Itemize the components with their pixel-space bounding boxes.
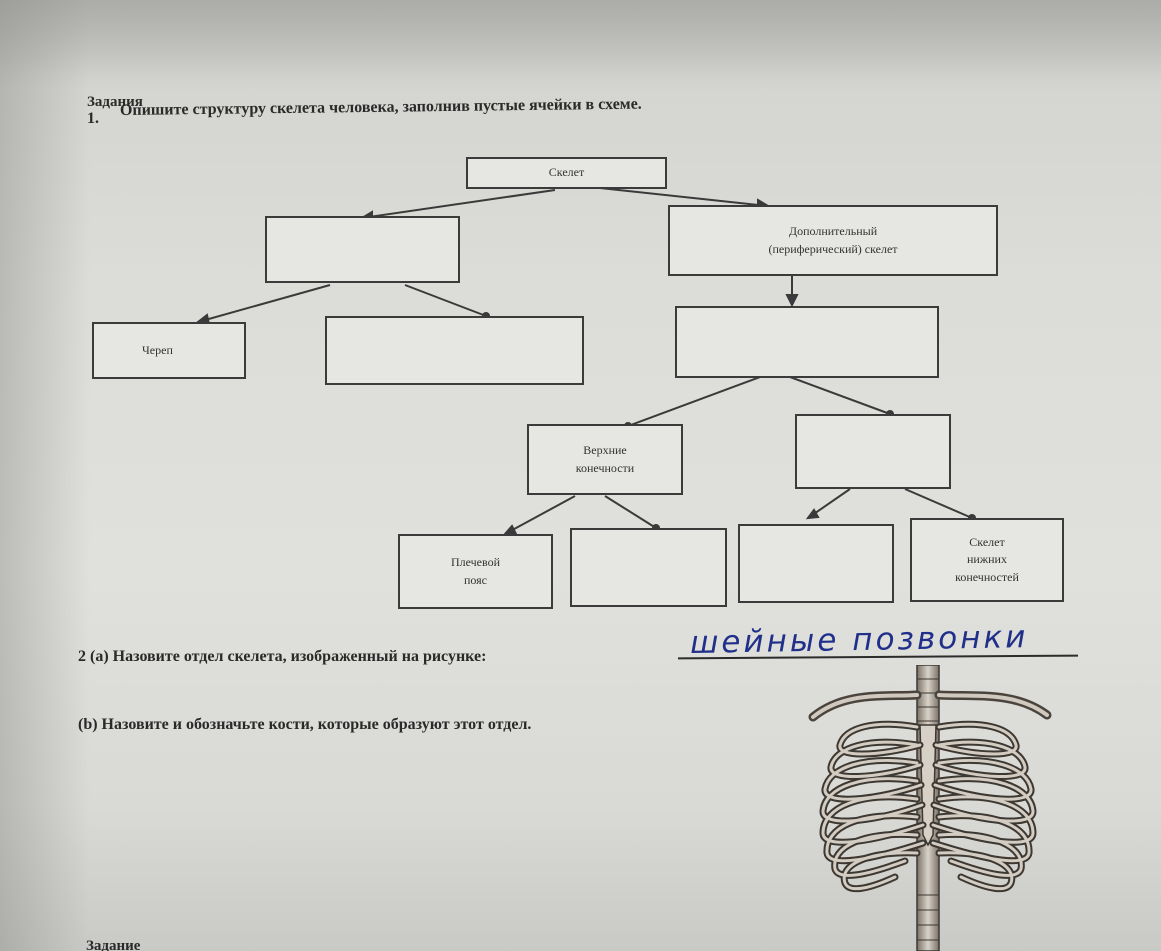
box-trunk-blank[interactable] bbox=[325, 316, 584, 385]
box-lower-limb-skeleton: Скелет нижних конечностей bbox=[910, 518, 1064, 602]
upper-limbs-label-line1: Верхние bbox=[583, 443, 627, 458]
page-shadow-top bbox=[0, 0, 1161, 90]
box-shoulder-girdle: Плечевой пояс bbox=[398, 534, 553, 609]
box-lower-limbs-blank[interactable] bbox=[795, 414, 951, 489]
question-2a: 2 (а) Назовите отдел скелета, изображенн… bbox=[78, 648, 487, 665]
page-shadow-left bbox=[0, 0, 90, 951]
box-skeleton-root: Скелет bbox=[466, 157, 667, 189]
appendicular-label-line2: (периферический) скелет bbox=[768, 241, 898, 256]
box-free-upper-limb-blank[interactable] bbox=[570, 528, 727, 607]
shoulder-girdle-label-line2: пояс bbox=[463, 572, 488, 587]
box-axial-skeleton-blank[interactable] bbox=[265, 216, 460, 283]
lower-limb-label-line2: нижних bbox=[967, 552, 1007, 567]
lower-limb-label-line1: Скелет bbox=[969, 534, 1005, 549]
box-skull: Череп bbox=[92, 322, 246, 379]
next-task-heading: Задание bbox=[86, 938, 141, 951]
section-heading: Задания bbox=[87, 94, 143, 110]
appendicular-label-line1: Дополнительный bbox=[788, 224, 878, 239]
rib-cage-illustration bbox=[808, 665, 1052, 951]
box-upper-limbs: Верхние конечности bbox=[527, 424, 683, 495]
box-skeleton-root-label: Скелет bbox=[548, 165, 585, 180]
upper-limbs-label-line2: конечности bbox=[575, 460, 635, 475]
box-appendicular-skeleton: Дополнительный (периферический) скелет bbox=[668, 205, 998, 276]
task1-number: 1. bbox=[87, 110, 99, 127]
lower-limb-label-line3: конечностей bbox=[955, 569, 1019, 584]
box-pelvic-girdle-blank[interactable] bbox=[738, 524, 894, 603]
question-2b: (b) Назовите и обозначьте кости, которые… bbox=[78, 716, 532, 733]
shoulder-girdle-label-line1: Плечевой bbox=[450, 555, 501, 570]
box-skull-label: Череп bbox=[142, 342, 173, 357]
box-limbs-blank[interactable] bbox=[675, 306, 939, 378]
